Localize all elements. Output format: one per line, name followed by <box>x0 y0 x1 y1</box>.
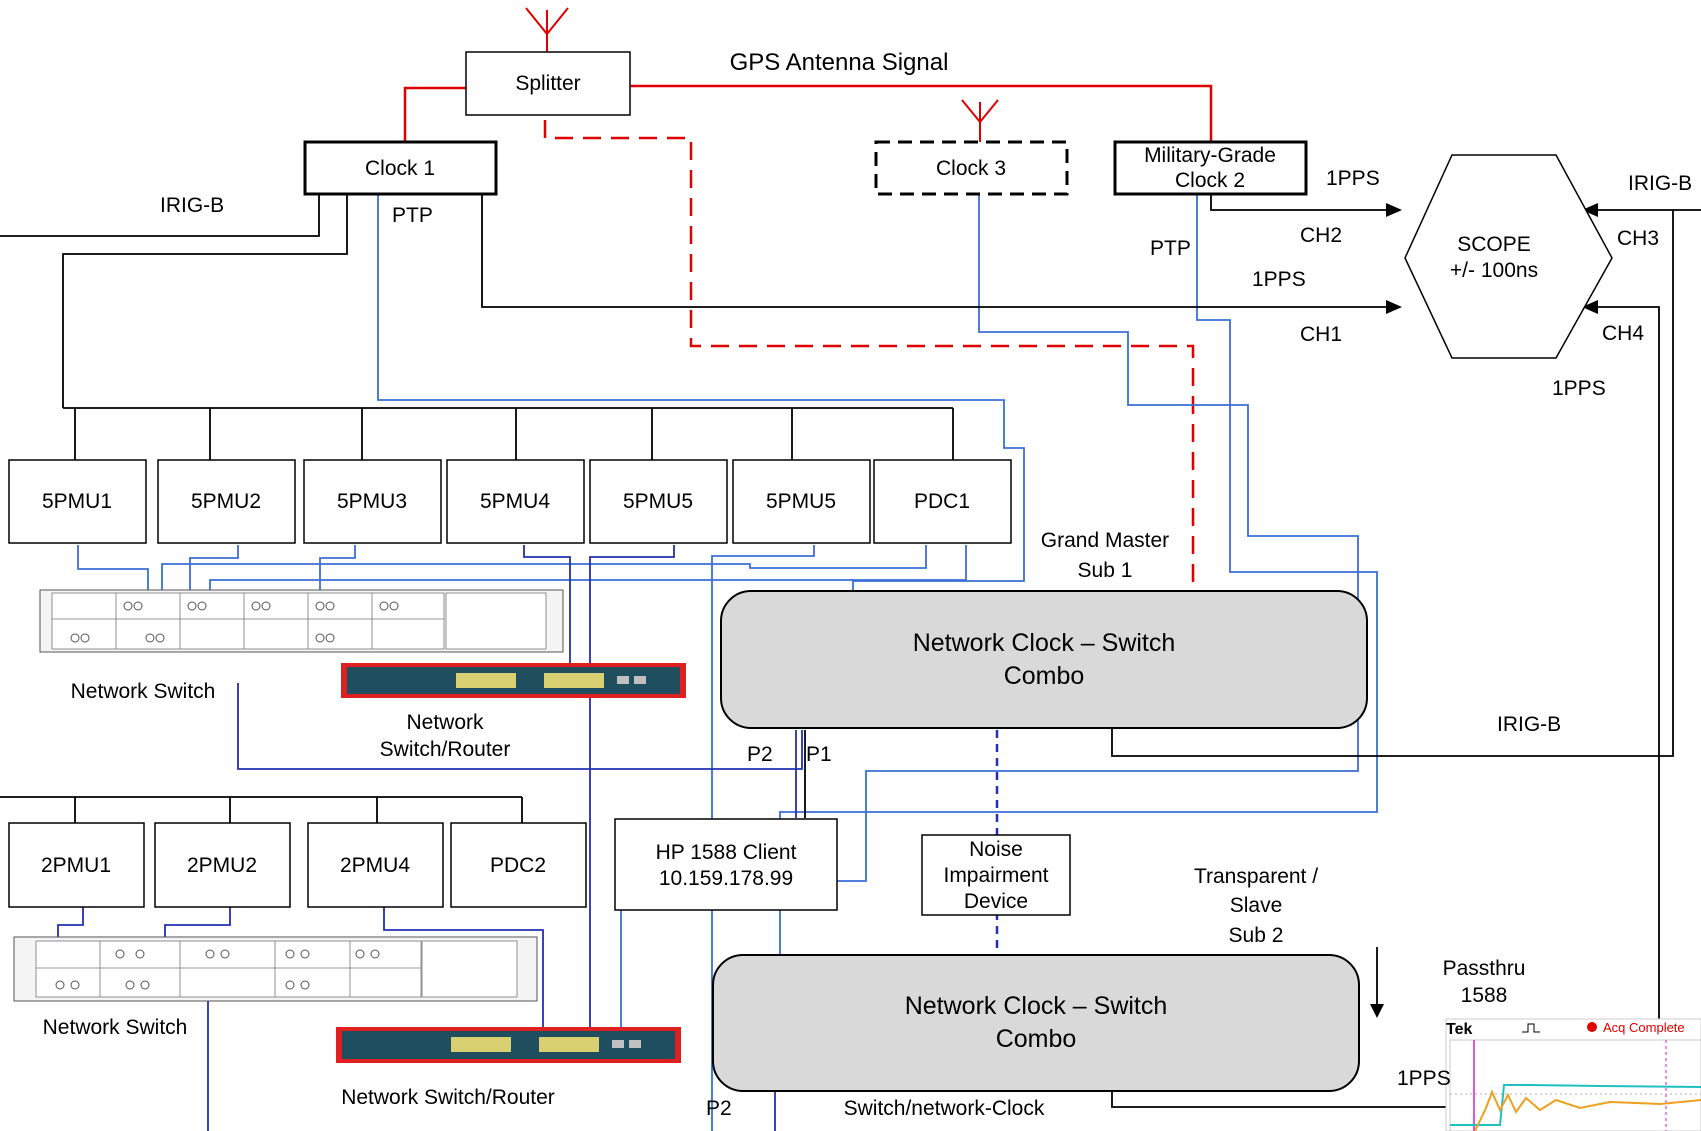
scope-brand: Tek <box>1446 1021 1472 1038</box>
combo-bottom: Network Clock – Switch Combo <box>712 954 1360 1092</box>
clock2-box: Military-Grade Clock 2 <box>1113 140 1308 196</box>
hp-client-box: HP 1588 Client 10.159.178.99 <box>614 818 838 911</box>
pmu-label: 5PMU5 <box>766 490 836 513</box>
grand-master-sub-label: Sub 1 <box>1078 559 1133 582</box>
pmu-label: 5PMU3 <box>337 490 407 513</box>
pmu-label: 5PMU2 <box>191 490 261 513</box>
ptp-clock1-label: PTP <box>392 204 433 227</box>
pmu-box <box>589 459 728 544</box>
passthru-label-line1: Passthru <box>1443 957 1526 980</box>
pmu-row-2: 2PMU1 2PMU2 2PMU4 PDC2 <box>8 822 587 908</box>
passthru-label-line2: 1588 <box>1461 984 1508 1007</box>
pmu-box <box>446 459 585 544</box>
splitter-box: Splitter <box>465 51 631 116</box>
combo-bottom-label-line2: Combo <box>996 1025 1077 1053</box>
pmu-box <box>303 459 442 544</box>
pmu-box <box>8 459 147 544</box>
pps-bottom-label: 1PPS <box>1397 1067 1451 1090</box>
pmu-box <box>732 459 871 544</box>
pmu-box <box>154 822 291 908</box>
scope-node: SCOPE +/- 100ns <box>1404 154 1613 359</box>
antenna-icon <box>525 7 569 52</box>
router-bottom: Network Switch/Router <box>336 1027 681 1109</box>
diagram-title: GPS Antenna Signal <box>730 49 949 76</box>
pmu-row-1: 5PMU1 5PMU2 5PMU3 5PMU4 5PMU5 5PMU5 PDC1 <box>8 459 1012 544</box>
pmu-box <box>157 459 296 544</box>
ch1-label: CH1 <box>1300 323 1342 346</box>
p1-top-label: P1 <box>806 743 832 766</box>
arrowheads <box>1370 203 1598 1018</box>
splitter-label: Splitter <box>515 72 580 95</box>
grand-master-label: Grand Master <box>1041 529 1169 552</box>
network-switch-top-label: Network Switch <box>71 680 216 703</box>
ch4-label: CH4 <box>1602 322 1644 345</box>
scope-range-label: +/- 100ns <box>1450 259 1538 282</box>
hp-client-ip: 10.159.178.99 <box>659 867 793 890</box>
pdc-box <box>873 459 1012 544</box>
pps-clock2-label: 1PPS <box>1326 167 1380 190</box>
ptp-clock2-label: PTP <box>1150 237 1191 260</box>
hp-client-label: HP 1588 Client <box>656 841 797 864</box>
noise-impairment-box: Noise Impairment Device <box>921 834 1071 916</box>
switch-clock-label: Switch/network-Clock <box>844 1097 1045 1120</box>
scope-status: Acq Complete <box>1603 1020 1685 1035</box>
clock1-label: Clock 1 <box>365 157 435 180</box>
pmu-box <box>8 822 145 908</box>
network-switch-bottom-label: Network Switch <box>43 1016 188 1039</box>
pdc-label: PDC2 <box>490 854 546 877</box>
clock2-label-line1: Military-Grade <box>1144 144 1276 167</box>
router-top-label-line1: Network <box>406 711 484 734</box>
network-switch-top: Network Switch <box>39 589 564 703</box>
pps-ch1-label: 1PPS <box>1252 268 1306 291</box>
router-bottom-label: Network Switch/Router <box>341 1086 555 1109</box>
pdc-label: PDC1 <box>914 490 970 513</box>
clock3-label: Clock 3 <box>936 157 1006 180</box>
router-top-label-line2: Switch/Router <box>380 738 511 761</box>
antenna-icon <box>961 99 999 142</box>
clock3-box: Clock 3 <box>874 140 1069 196</box>
pmu-label: 5PMU5 <box>623 490 693 513</box>
combo-top: Network Clock – Switch Combo <box>720 590 1368 729</box>
pmu-box <box>307 822 444 908</box>
pmu-label: 2PMU4 <box>340 854 410 877</box>
noise-label-line3: Device <box>964 890 1028 913</box>
noise-label-line2: Impairment <box>943 864 1048 887</box>
router-top: Network Switch/Router <box>341 663 686 761</box>
pmu-label: 2PMU1 <box>41 854 111 877</box>
pmu-label: 5PMU1 <box>42 490 112 513</box>
text-labels: GPS Antenna Signal IRIG-B PTP PTP 1PPS C… <box>160 49 1692 1120</box>
pmu-label: 5PMU4 <box>480 490 550 513</box>
transparent-label-line3: Sub 2 <box>1229 924 1284 947</box>
network-switch-bottom: Network Switch <box>13 936 538 1039</box>
p2-bottom-label: P2 <box>706 1097 732 1120</box>
transparent-label-line2: Slave <box>1230 894 1283 917</box>
pps-ch4-label: 1PPS <box>1552 377 1606 400</box>
pdc-box <box>450 822 587 908</box>
ch2-label: CH2 <box>1300 224 1342 247</box>
noise-label-line1: Noise <box>969 838 1023 861</box>
combo-top-label-line2: Combo <box>1004 662 1085 690</box>
irig-b-left-label: IRIG-B <box>160 194 224 217</box>
transparent-label-line1: Transparent / <box>1194 865 1318 888</box>
record-indicator-icon <box>1587 1022 1597 1032</box>
combo-bottom-label-line1: Network Clock – Switch <box>905 992 1168 1020</box>
irig-b-mid-label: IRIG-B <box>1497 713 1561 736</box>
scope-label: SCOPE <box>1457 233 1531 256</box>
clock2-label-line2: Clock 2 <box>1175 169 1245 192</box>
gps-signal-lines <box>403 84 1213 592</box>
ch3-label: CH3 <box>1617 227 1659 250</box>
scope-screen: Tek Acq Complete <box>1445 1018 1701 1131</box>
pmu-label: 2PMU2 <box>187 854 257 877</box>
p2-top-label: P2 <box>747 743 773 766</box>
clock1-box: Clock 1 <box>303 140 498 196</box>
irig-b-right-label: IRIG-B <box>1628 172 1692 195</box>
combo-top-label-line1: Network Clock – Switch <box>913 629 1176 657</box>
